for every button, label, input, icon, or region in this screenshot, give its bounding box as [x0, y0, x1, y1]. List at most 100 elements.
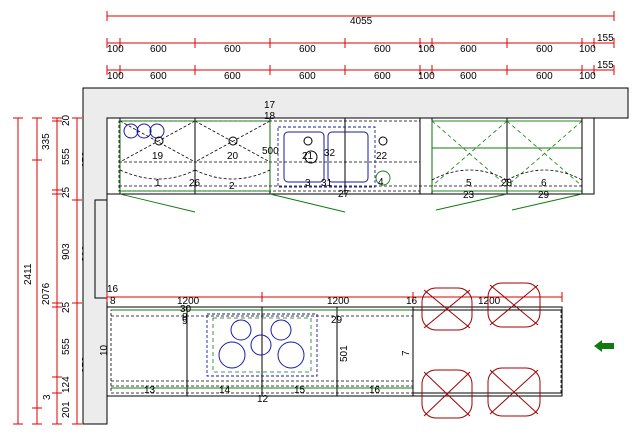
- dim-555-bottom: 555: [61, 338, 72, 355]
- label-31: 31: [321, 178, 333, 189]
- top-dimension-row-2: 100 600 600 600 600 100 600 600 100 155: [106, 60, 615, 82]
- room-wall: [82, 87, 629, 425]
- label-27: 27: [338, 189, 350, 200]
- island-dim-3: 1200: [478, 296, 501, 307]
- dim-r1-9: 155: [597, 33, 614, 44]
- inner-dim-16: 16: [107, 284, 119, 295]
- label-18: 18: [264, 111, 276, 122]
- left-dimension-col-b: 335 2076 3: [32, 117, 53, 425]
- chair-icon: [421, 287, 473, 331]
- island: [106, 306, 563, 397]
- dim-3: 3: [42, 394, 53, 400]
- dim-r2-5: 100: [418, 71, 435, 82]
- label-4: 4: [378, 177, 384, 188]
- chair-icon: [421, 369, 473, 419]
- top-dimension-row-1: 100 600 600 600 600 100 600 600 100 155: [106, 33, 615, 55]
- dim-r2-1: 600: [150, 71, 167, 82]
- total-width-label: 4055: [350, 16, 373, 27]
- label-28: 28: [501, 178, 513, 189]
- sink-outline: [277, 126, 376, 188]
- dim-903: 903: [61, 243, 72, 260]
- label-19: 19: [152, 151, 164, 162]
- top-cabinet-run: [106, 117, 595, 213]
- dim-r1-2: 600: [224, 44, 241, 55]
- island-dim-2: 1200: [327, 296, 350, 307]
- dim-r1-4: 600: [374, 44, 391, 55]
- label-13: 13: [144, 385, 156, 396]
- label-26: 26: [189, 178, 201, 189]
- dim-2076: 2076: [41, 282, 52, 305]
- dim-20: 20: [61, 114, 72, 126]
- dim-25-top: 25: [61, 186, 72, 198]
- label-10: 10: [99, 344, 110, 356]
- dim-r1-8: 100: [579, 44, 596, 55]
- top-total-dimension: 4055: [106, 11, 615, 27]
- dim-r2-0: 100: [107, 71, 124, 82]
- label-9: 9: [182, 316, 188, 327]
- dim-r2-7: 600: [536, 71, 553, 82]
- dim-r1-1: 600: [150, 44, 167, 55]
- label-501: 501: [339, 345, 350, 362]
- dim-r1-6: 600: [460, 44, 477, 55]
- top-run-labels: 17 18 19 20 500 21 32 22 3 31 1 26 2 27 …: [152, 100, 550, 201]
- dim-r1-3: 600: [299, 44, 316, 55]
- inner-dim-8: 8: [110, 296, 116, 307]
- dim-201: 201: [61, 401, 72, 418]
- dim-r1-5: 100: [418, 44, 435, 55]
- dim-r2-8: 100: [579, 71, 596, 82]
- dim-r2-9: 155: [597, 60, 614, 71]
- sink-basin-right: [327, 131, 369, 183]
- label-7: 7: [401, 350, 412, 356]
- dim-r1-7: 600: [536, 44, 553, 55]
- label-2: 2: [229, 181, 235, 192]
- label-29: 29: [331, 315, 343, 326]
- chair-icon: [487, 282, 541, 328]
- cooktop-outline: [206, 313, 318, 377]
- label-3: 3: [305, 178, 311, 189]
- burner-5: [277, 341, 305, 369]
- label-15: 15: [294, 385, 306, 396]
- dim-2411: 2411: [23, 263, 34, 285]
- label-12: 12: [257, 394, 269, 405]
- burner-3: [250, 334, 272, 356]
- bar-chairs: [421, 282, 541, 419]
- label-23: 23: [463, 190, 475, 201]
- dim-r2-2: 600: [224, 71, 241, 82]
- left-dimension-col-c: 20 555 25 903 25 555 124 201: [52, 114, 72, 425]
- wall-opening: [94, 199, 108, 299]
- dim-r1-0: 100: [107, 44, 124, 55]
- direction-arrow-icon: [594, 340, 614, 352]
- label-30: 30: [180, 304, 192, 315]
- burner-4: [218, 341, 246, 369]
- dim-25-bottom: 25: [61, 301, 72, 313]
- label-6: 6: [541, 178, 547, 189]
- dim-555-top: 555: [61, 148, 72, 165]
- fixture-circle-1: [123, 123, 139, 139]
- label-5: 5: [466, 178, 472, 189]
- dim-124: 124: [61, 376, 72, 393]
- island-dim-16: 16: [406, 296, 418, 307]
- island-dimensions: 1200 1200 1200 16 16 8: [106, 284, 563, 307]
- label-16: 16: [369, 385, 381, 396]
- dim-r2-6: 600: [460, 71, 477, 82]
- dim-335: 335: [41, 133, 52, 150]
- island-dim-1: 1200: [177, 296, 200, 307]
- label-14: 14: [219, 385, 231, 396]
- label-1: 1: [155, 178, 161, 189]
- fixture-circle-3: [149, 123, 165, 139]
- fixture-circle-2: [136, 123, 152, 139]
- label-8: 8: [182, 312, 188, 323]
- dim-r2-4: 600: [374, 71, 391, 82]
- label-22: 22: [376, 151, 388, 162]
- dim-r2-3: 600: [299, 71, 316, 82]
- left-dimension-col-a: 2411: [13, 117, 34, 425]
- burner-2: [270, 319, 292, 341]
- sink-basin-left: [283, 131, 325, 183]
- label-20: 20: [227, 151, 239, 162]
- label-32: 32: [324, 148, 336, 159]
- label-500: 500: [262, 146, 279, 157]
- sink-drain-icon: [304, 150, 318, 164]
- burner-1: [230, 319, 252, 341]
- island-labels: 30 8 9 29 501 7 10 13 14 15 16 12: [99, 304, 412, 405]
